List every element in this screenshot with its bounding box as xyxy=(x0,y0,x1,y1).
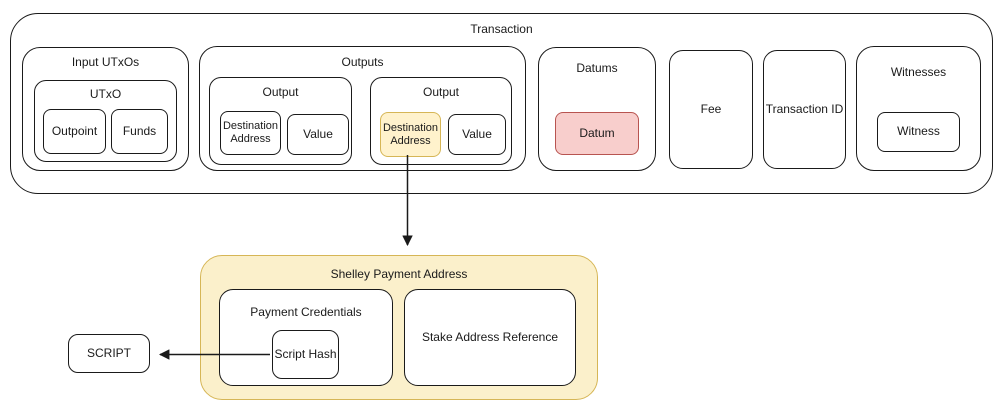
fee-box: Fee xyxy=(669,50,753,169)
stake-address-reference-box: Stake Address Reference xyxy=(404,289,576,386)
destination-address-box-highlighted: Destination Address xyxy=(380,112,441,157)
funds-box: Funds xyxy=(111,109,168,154)
utxo-box: UTxO Outpoint Funds xyxy=(34,80,177,162)
output-title-1: Output xyxy=(262,85,299,99)
transaction-id-box: Transaction ID xyxy=(763,50,846,169)
input-utxos-box: Input UTxOs UTxO Outpoint Funds xyxy=(22,47,189,171)
shelley-payment-address-box: Shelley Payment Address Payment Credenti… xyxy=(200,255,598,400)
output-box-1: Output Destination Address Value xyxy=(209,77,352,165)
witnesses-title: Witnesses xyxy=(890,65,947,79)
script-box: SCRIPT xyxy=(68,334,150,373)
value-box-2: Value xyxy=(448,114,506,155)
output-box-2: Output Destination Address Value xyxy=(370,77,512,165)
outputs-title: Outputs xyxy=(341,55,384,69)
transaction-box: Transaction Input UTxOs UTxO Outpoint Fu… xyxy=(10,13,993,194)
datums-box: Datums Datum xyxy=(538,47,656,171)
outpoint-box: Outpoint xyxy=(43,109,106,154)
outputs-box: Outputs Output Destination Address Value… xyxy=(199,46,526,171)
datums-title: Datums xyxy=(576,61,618,75)
script-hash-box: Script Hash xyxy=(272,330,339,379)
destination-address-box-1: Destination Address xyxy=(220,111,281,155)
witness-box: Witness xyxy=(877,112,960,152)
output-title-2: Output xyxy=(422,85,460,99)
witnesses-box: Witnesses Witness xyxy=(856,46,981,171)
transaction-title: Transaction xyxy=(470,22,533,36)
shelley-payment-address-title: Shelley Payment Address xyxy=(330,267,468,281)
utxo-title: UTxO xyxy=(89,87,122,101)
datum-box: Datum xyxy=(555,112,639,155)
payment-credentials-title: Payment Credentials xyxy=(250,305,362,319)
payment-credentials-box: Payment Credentials Script Hash xyxy=(219,289,393,386)
value-box-1: Value xyxy=(287,114,349,155)
input-utxos-title: Input UTxOs xyxy=(71,55,140,69)
